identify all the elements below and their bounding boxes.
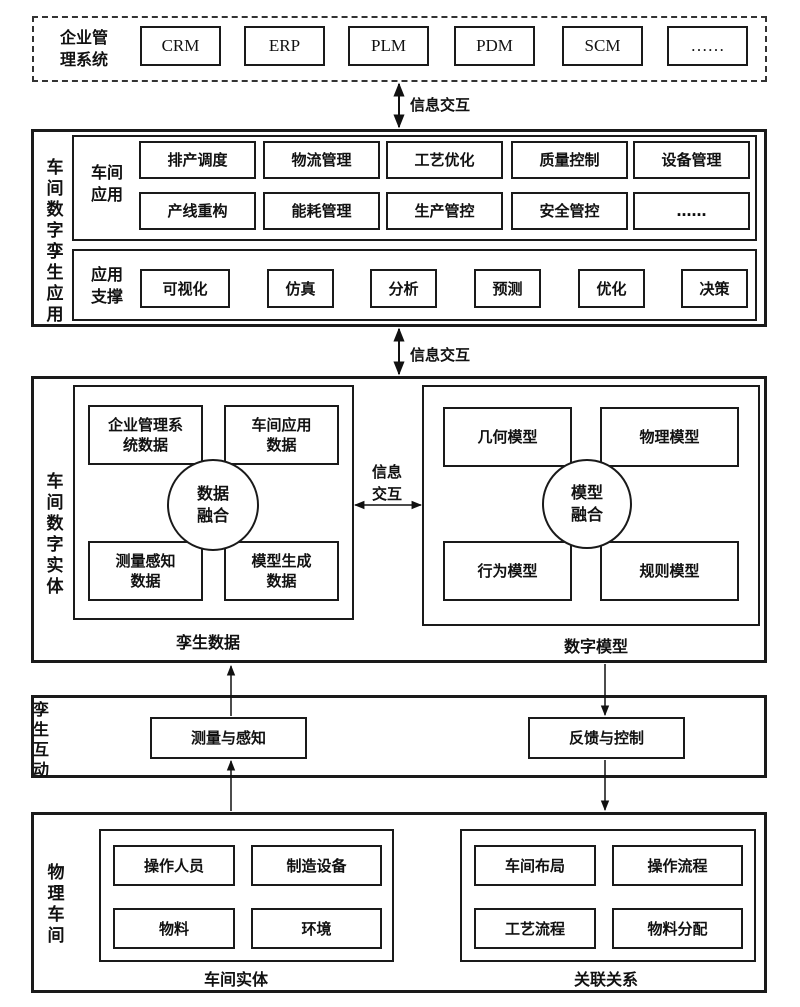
support-simulation: 仿真 [267, 269, 334, 308]
twin-data-caption: 孪生数据 [175, 633, 240, 652]
twin-data-workshop-app: 车间应用数据 [224, 405, 339, 465]
entity-exchange-label: 信息交互 [371, 463, 402, 503]
app-more: …… [633, 192, 750, 230]
app-line-reconfiguration: 产线重构 [139, 192, 256, 230]
data-fusion-node: 数据融合 [167, 459, 259, 551]
app-equipment-management: 设备管理 [633, 141, 750, 179]
system-erp: ERP [244, 26, 325, 66]
app-quality-control: 质量控制 [511, 141, 628, 179]
system-crm: CRM [140, 26, 221, 66]
app-safety-control: 安全管控 [511, 192, 628, 230]
enterprise-systems-layer [32, 16, 767, 82]
twin-data-sensing: 测量感知数据 [88, 541, 203, 601]
support-analysis: 分析 [370, 269, 437, 308]
entity-materials: 物料 [113, 908, 235, 949]
relation-operation-flow: 操作流程 [612, 845, 743, 886]
data-fusion-label: 数据融合 [196, 484, 229, 525]
app-scheduling: 排产调度 [139, 141, 256, 179]
model-geometric: 几何模型 [443, 407, 572, 467]
system-pdm: PDM [454, 26, 535, 66]
app-logistics: 物流管理 [263, 141, 380, 179]
app-production-control: 生产管控 [386, 192, 503, 230]
system-more: …… [667, 26, 748, 66]
workshop-entities-caption: 车间实体 [203, 970, 268, 989]
physical-workshop-label: 物理车间 [47, 863, 65, 946]
control-box: 反馈与控制 [528, 717, 685, 759]
model-behavioral: 行为模型 [443, 541, 572, 601]
support-prediction: 预测 [474, 269, 541, 308]
app-energy-management: 能耗管理 [263, 192, 380, 230]
support-optimization: 优化 [578, 269, 645, 308]
digital-entity-label: 车间数字实体 [46, 472, 64, 597]
twin-interaction-label: 孪生互动 [32, 700, 49, 779]
info-exchange-label-middle: 信息交互 [410, 346, 471, 364]
workshop-apps-label: 车间应用 [90, 163, 123, 204]
entity-equipment: 制造设备 [251, 845, 382, 886]
model-fusion-node: 模型融合 [542, 459, 632, 549]
model-physical: 物理模型 [600, 407, 739, 467]
sense-box: 测量与感知 [150, 717, 307, 759]
model-rule: 规则模型 [600, 541, 739, 601]
twin-data-model-generated: 模型生成数据 [224, 541, 339, 601]
support-decision: 决策 [681, 269, 748, 308]
model-fusion-label: 模型融合 [570, 483, 603, 524]
relation-layout: 车间布局 [474, 845, 596, 886]
app-process-optimization: 工艺优化 [386, 141, 503, 179]
system-plm: PLM [348, 26, 429, 66]
support-visualization: 可视化 [140, 269, 230, 308]
relation-process-flow: 工艺流程 [474, 908, 596, 949]
system-scm: SCM [562, 26, 643, 66]
info-exchange-label-top: 信息交互 [410, 96, 471, 114]
relation-material-allocation: 物料分配 [612, 908, 743, 949]
twin-data-enterprise: 企业管理系统数据 [88, 405, 203, 465]
twin-application-label: 车间数字孪生应用 [46, 158, 64, 325]
digital-model-caption: 数字模型 [563, 637, 628, 656]
enterprise-systems-label: 企业管理系统 [59, 28, 108, 69]
entity-environment: 环境 [251, 908, 382, 949]
entity-operators: 操作人员 [113, 845, 235, 886]
app-support-label: 应用支撑 [90, 265, 123, 306]
relations-caption: 关联关系 [573, 970, 638, 989]
